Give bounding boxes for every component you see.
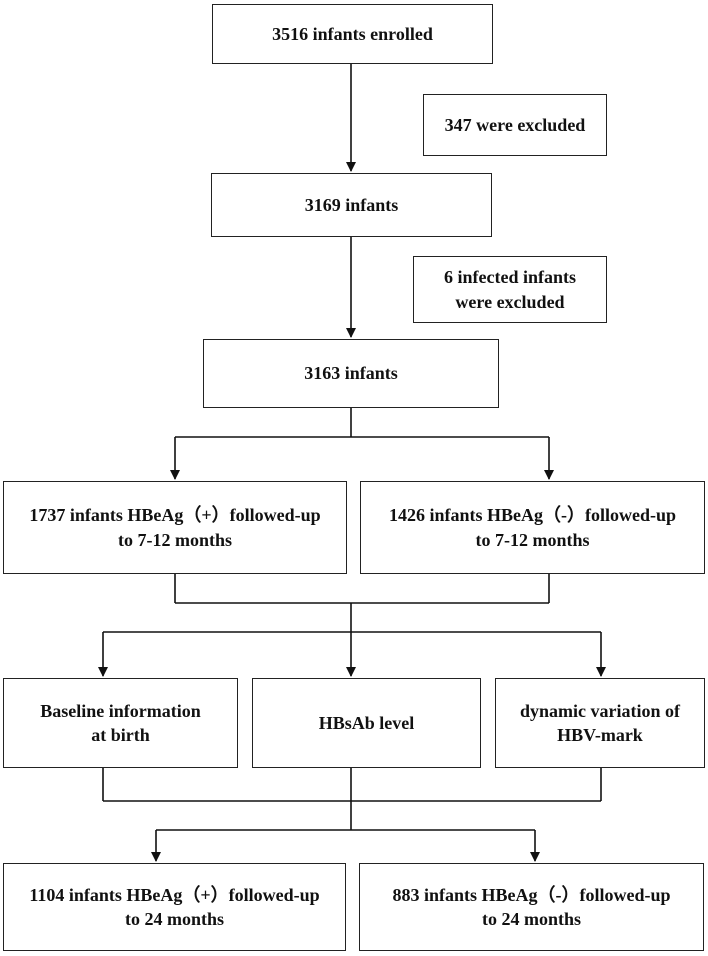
infants-3169-box: 3169 infants — [211, 173, 492, 237]
dynamic-box: dynamic variation of HBV-mark — [495, 678, 705, 768]
baseline-label: Baseline information at birth — [40, 700, 201, 745]
baseline-box: Baseline information at birth — [3, 678, 238, 768]
hbeag-pos-7-12-box: 1737 infants HBeAg（+）followed-up to 7-12… — [3, 481, 347, 574]
hbeag-neg-7-12-label: 1426 infants HBeAg（-）followed-up to 7-12… — [388, 505, 676, 550]
hbsab-label: HBsAb level — [318, 712, 415, 733]
infants-3163-label: 3163 infants — [304, 363, 398, 384]
hbeag-neg-24-label: 883 infants HBeAg（-）followed-up to 24 mo… — [392, 884, 671, 929]
excluded-box-1: 347 were excluded — [423, 94, 607, 156]
excluded-label-1: 347 were excluded — [444, 114, 586, 135]
hbeag-pos-7-12-label: 1737 infants HBeAg（+）followed-up to 7-12… — [29, 505, 321, 550]
enrolled-label: 3516 infants enrolled — [272, 23, 433, 44]
hbeag-neg-7-12-box: 1426 infants HBeAg（-）followed-up to 7-12… — [360, 481, 705, 574]
excluded-label-2: 6 infected infants were excluded — [444, 267, 576, 312]
infants-3169-label: 3169 infants — [304, 194, 399, 215]
enrolled-box: 3516 infants enrolled — [212, 4, 493, 64]
excluded-box-2: 6 infected infants were excluded — [413, 256, 607, 323]
infants-3163-box: 3163 infants — [203, 339, 499, 408]
hbeag-pos-24-label: 1104 infants HBeAg（+）followed-up to 24 m… — [29, 884, 320, 929]
hbsab-box: HBsAb level — [252, 678, 481, 768]
dynamic-label: dynamic variation of HBV-mark — [520, 700, 680, 745]
hbeag-neg-24-box: 883 infants HBeAg（-）followed-up to 24 mo… — [359, 863, 704, 951]
hbeag-pos-24-box: 1104 infants HBeAg（+）followed-up to 24 m… — [3, 863, 346, 951]
